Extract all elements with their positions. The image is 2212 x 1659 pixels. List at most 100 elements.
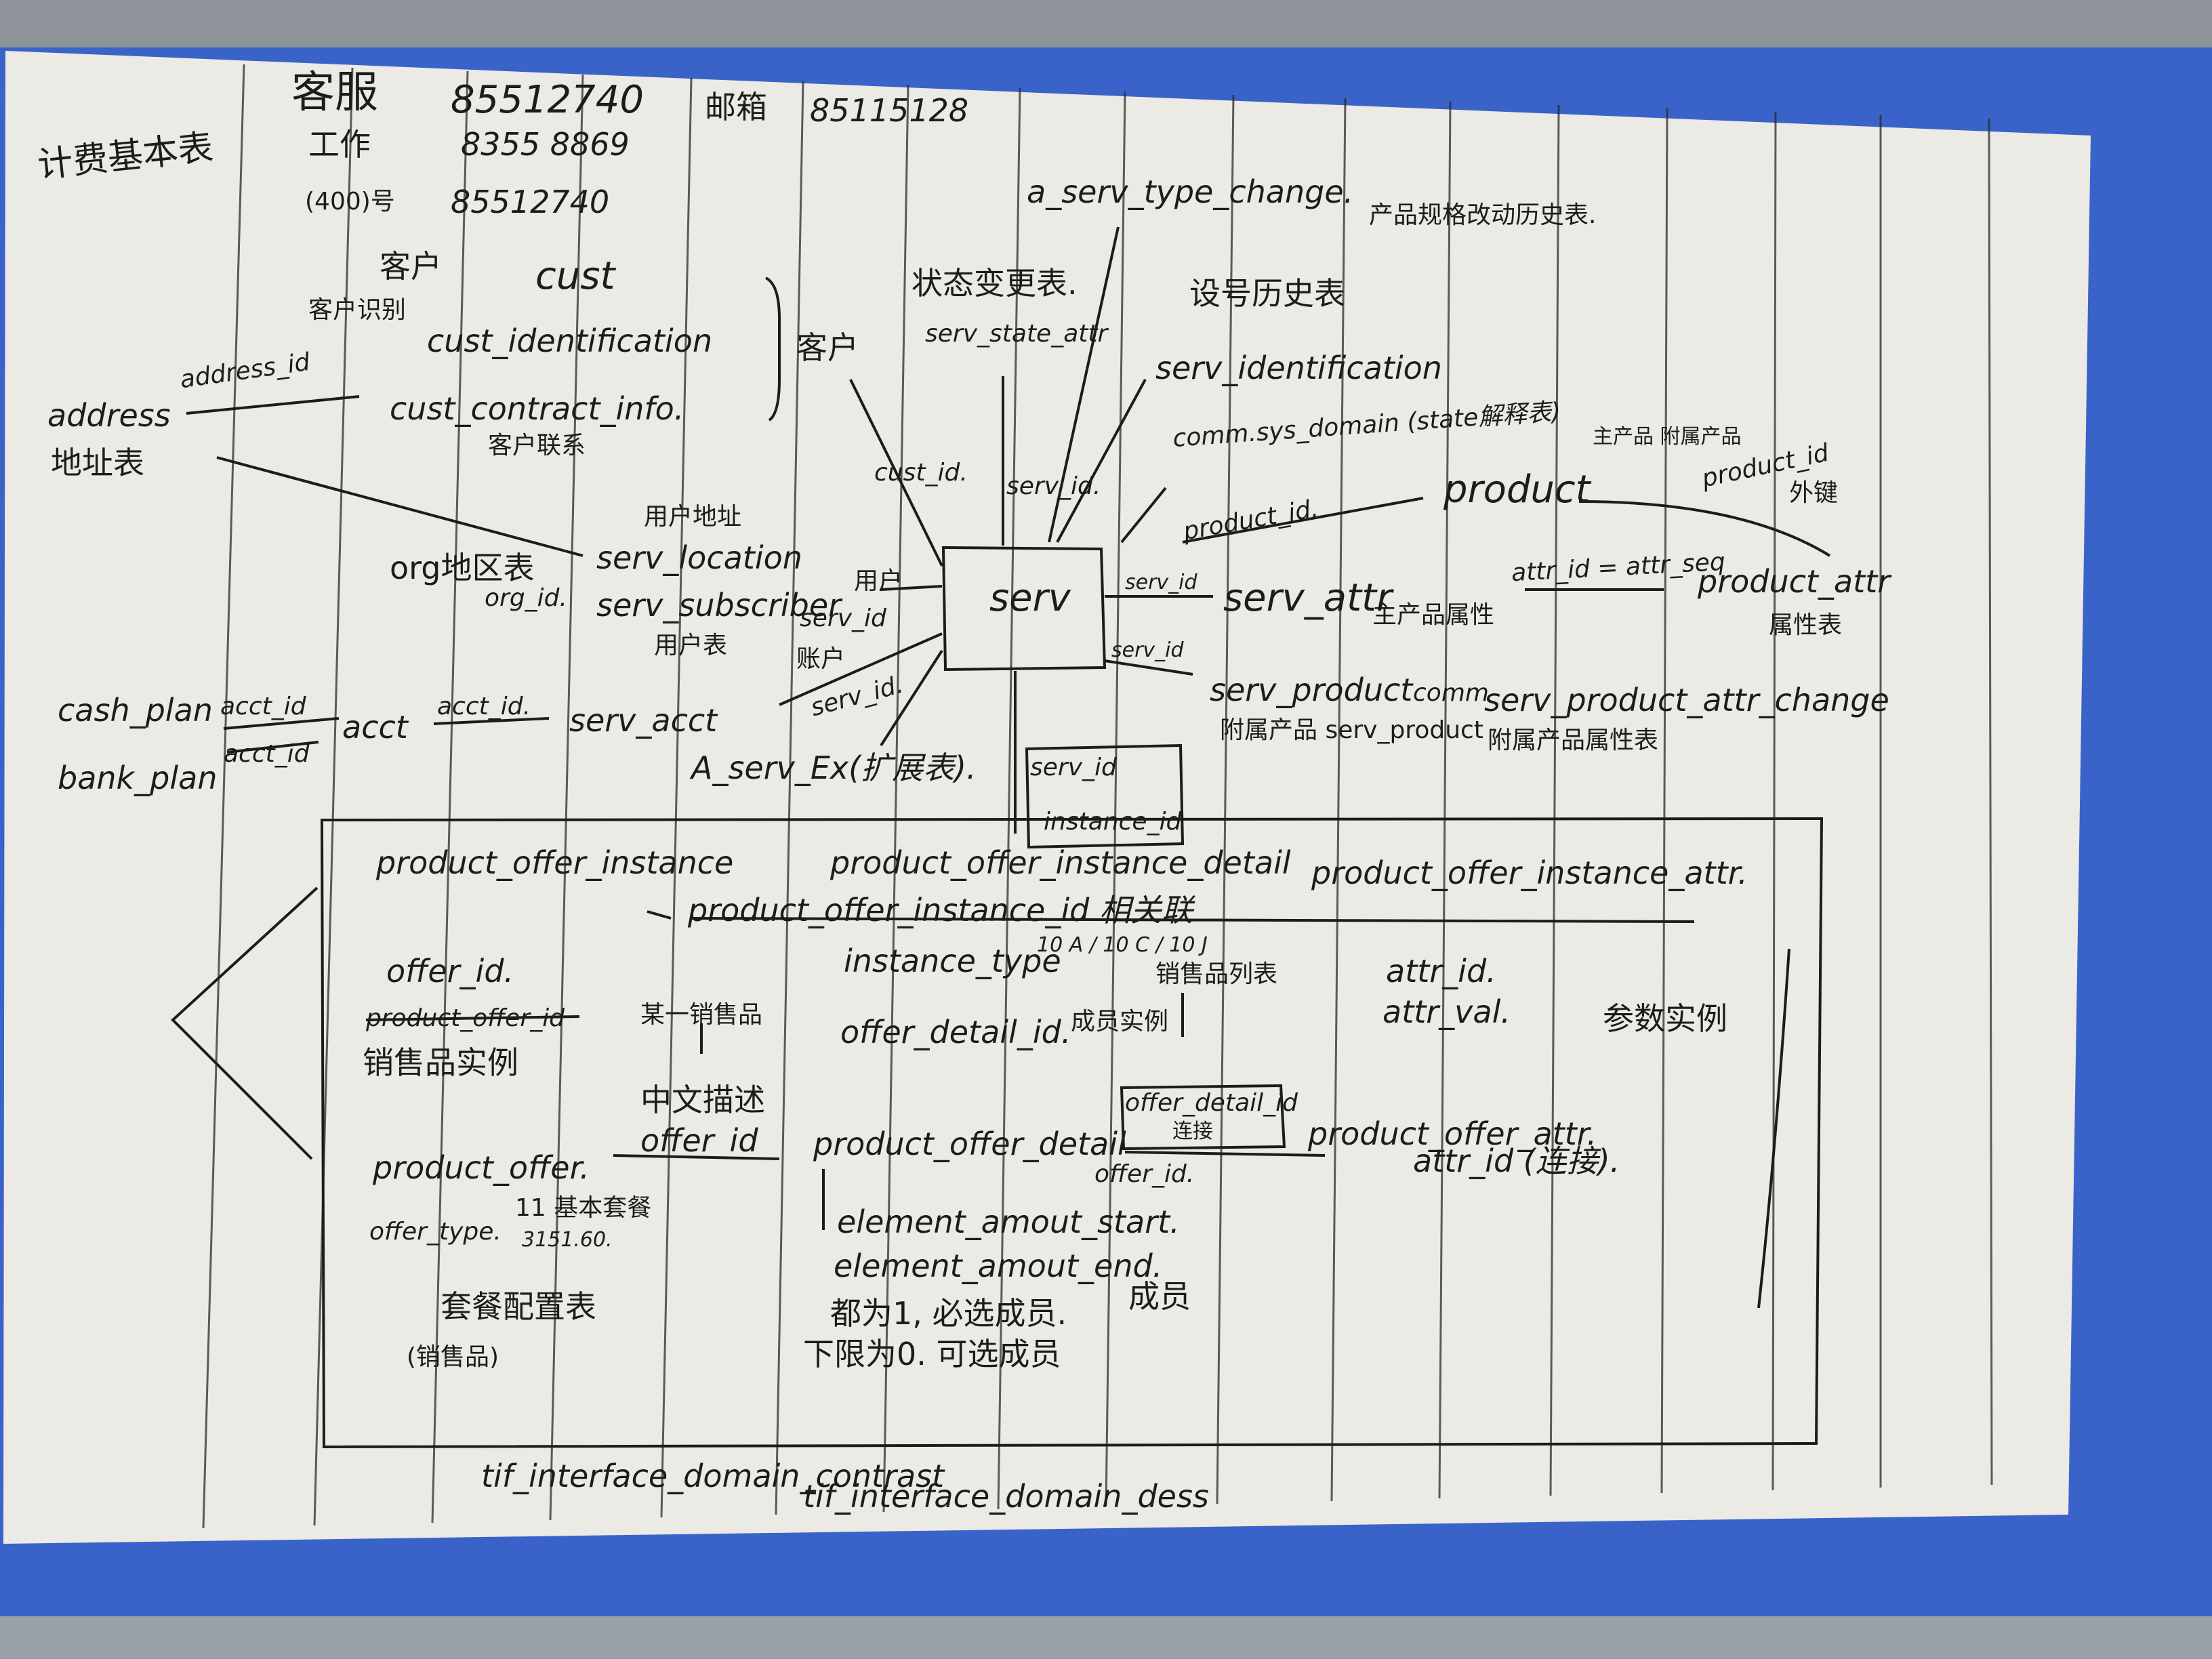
serv-location: serv_location: [596, 539, 802, 576]
bracket-left: [171, 886, 319, 1160]
arrow-instance-link: [691, 917, 1695, 923]
offer-detail-box-label: offer_detail_id: [1125, 1089, 1298, 1117]
customer-title-cn: 客户: [380, 248, 442, 285]
ruled-line: [1549, 104, 1560, 1496]
acct-id-cash: acct_id: [220, 693, 306, 720]
serv-table: serv: [989, 576, 1071, 620]
arrow-address: [186, 395, 360, 415]
element-amount-start: element_amout_start.: [837, 1204, 1180, 1240]
attr-id: attr_id.: [1386, 953, 1496, 989]
arrow-product-curve: [1578, 500, 1831, 557]
attr-id-note: attr_id (连接).: [1413, 1143, 1620, 1179]
rule-upper: 都为1, 必选成员.: [830, 1295, 1067, 1332]
state-change-desc: 状态变更表.: [912, 265, 1078, 302]
sales-list: 销售品列表: [1155, 960, 1278, 988]
state-attr-table: serv_state_attr: [925, 320, 1108, 348]
serv-ex-table: A_serv_Ex(扩展表).: [691, 750, 977, 786]
ruled-line: [1105, 91, 1126, 1507]
cn-desc: 中文描述: [640, 1082, 765, 1118]
address-table: address: [47, 397, 171, 434]
offer-type: offer_type.: [369, 1218, 501, 1246]
ruled-line: [549, 74, 584, 1521]
attr-change-desc: 附属产品属性表: [1488, 726, 1659, 754]
ruled-line: [431, 70, 469, 1523]
ruled-line: [882, 84, 909, 1513]
arrow-right-edge: [1757, 948, 1790, 1309]
arrow-instance-back: [647, 910, 672, 920]
serv-id-product: serv_id: [1111, 638, 1184, 662]
arrow-serv-acct: [779, 632, 943, 706]
customer-ident-desc: 客户识别: [308, 296, 407, 324]
cust-id-link: cust_id.: [874, 459, 968, 487]
package-note: (销售品): [407, 1343, 499, 1371]
arrow-type-change: [1048, 226, 1120, 543]
type-change-table: a_serv_type_change.: [1027, 173, 1354, 210]
serv-box: [941, 546, 1107, 672]
ruled-line: [1216, 94, 1235, 1504]
offer-id-2: offer_id: [640, 1122, 758, 1159]
ruled-lines: [202, 64, 1993, 1529]
arrow-serv-product: [1104, 659, 1193, 676]
member-label: 成员: [1128, 1278, 1191, 1315]
offer-type-values-2: 3151.60.: [522, 1228, 613, 1252]
paper-background: [3, 51, 2091, 1544]
ruled-line: [1660, 108, 1668, 1494]
attr-val: attr_val.: [1382, 994, 1511, 1030]
instance-id-box-label: instance_id: [1044, 808, 1182, 836]
cust-identification: cust_identification: [427, 323, 713, 359]
arrow-org-address: [216, 456, 583, 557]
mail-label: 邮箱: [705, 89, 767, 125]
offer-id: offer_id.: [386, 953, 514, 989]
phone-number-service: 85512740: [451, 78, 644, 122]
strike-product-offer-id: [365, 1015, 580, 1021]
instance-id-link: product_offer_instance_id 相关联: [688, 892, 1193, 928]
user-label: 用户: [854, 567, 903, 595]
sales-example: 销售品实例: [363, 1044, 518, 1081]
offer-type-values: 11 基本套餐: [515, 1194, 652, 1222]
serv-id-attr: serv_id: [1125, 571, 1197, 594]
product-offer-attr: product_offer_attr.: [1308, 1115, 1597, 1152]
product-table: product: [1443, 468, 1591, 512]
instance-type-values: 10 A / 10 C / 10 J: [1037, 933, 1208, 957]
serv-attr-desc: 主产品属性: [1372, 601, 1495, 629]
ruled-line: [1438, 101, 1452, 1499]
arrow-serv-ex: [880, 649, 943, 747]
product-offer: product_offer.: [373, 1149, 590, 1186]
cust-contract-desc: 客户联系: [488, 432, 586, 459]
arrow-serv-ident: [1056, 379, 1147, 543]
instance-type: instance_type: [844, 943, 1061, 979]
package-config-table: 套餐配置表: [441, 1288, 596, 1325]
product-note: 主产品 附属产品: [1593, 425, 1742, 449]
ruled-line: [313, 67, 354, 1526]
acct-id-struck: acct_id: [224, 740, 310, 768]
attr-change-table: serv_product_attr_change: [1484, 682, 1889, 718]
arrow-detail-attr: [1124, 1151, 1326, 1157]
diagram-arrows: [171, 226, 1831, 1449]
offer-detail-box-note: 连接: [1172, 1120, 1213, 1143]
serv-id-user: serv_id: [800, 605, 886, 632]
offer-box: [320, 817, 1824, 1449]
product-attr-desc: 属性表: [1769, 611, 1843, 639]
strike-acct-id: [226, 741, 319, 754]
arrow-offer-detail: [613, 1154, 780, 1160]
serv-attr-table: serv_attr: [1223, 576, 1393, 620]
arrow-product-id: [1182, 497, 1424, 544]
offer-detail-box: [1120, 1084, 1286, 1151]
ruled-line: [660, 77, 693, 1518]
ruled-line: [1988, 118, 1993, 1486]
brace-cust: [764, 276, 781, 422]
element-amount-end: element_amout_end.: [834, 1248, 1163, 1284]
offer-detail-id: offer_detail_id.: [840, 1014, 1071, 1050]
domain-desc: tif_interface_domain_dess: [803, 1478, 1209, 1515]
serv-subscriber: serv_subscriber: [596, 587, 842, 623]
subscriber-desc: 用户表: [654, 632, 728, 659]
product-id-foreign-note: 外键: [1789, 479, 1839, 507]
arrow-domain: [1120, 487, 1167, 544]
org-id-link: org_id.: [485, 584, 567, 612]
product-offer-id-struck: product_offer_id: [366, 1004, 565, 1032]
phone-number-400: 85512740: [451, 184, 610, 220]
product-offer-detail: product_offer_detail: [813, 1126, 1126, 1162]
phone-label-400: (400)号: [305, 188, 395, 216]
location-desc: 用户地址: [644, 503, 742, 531]
